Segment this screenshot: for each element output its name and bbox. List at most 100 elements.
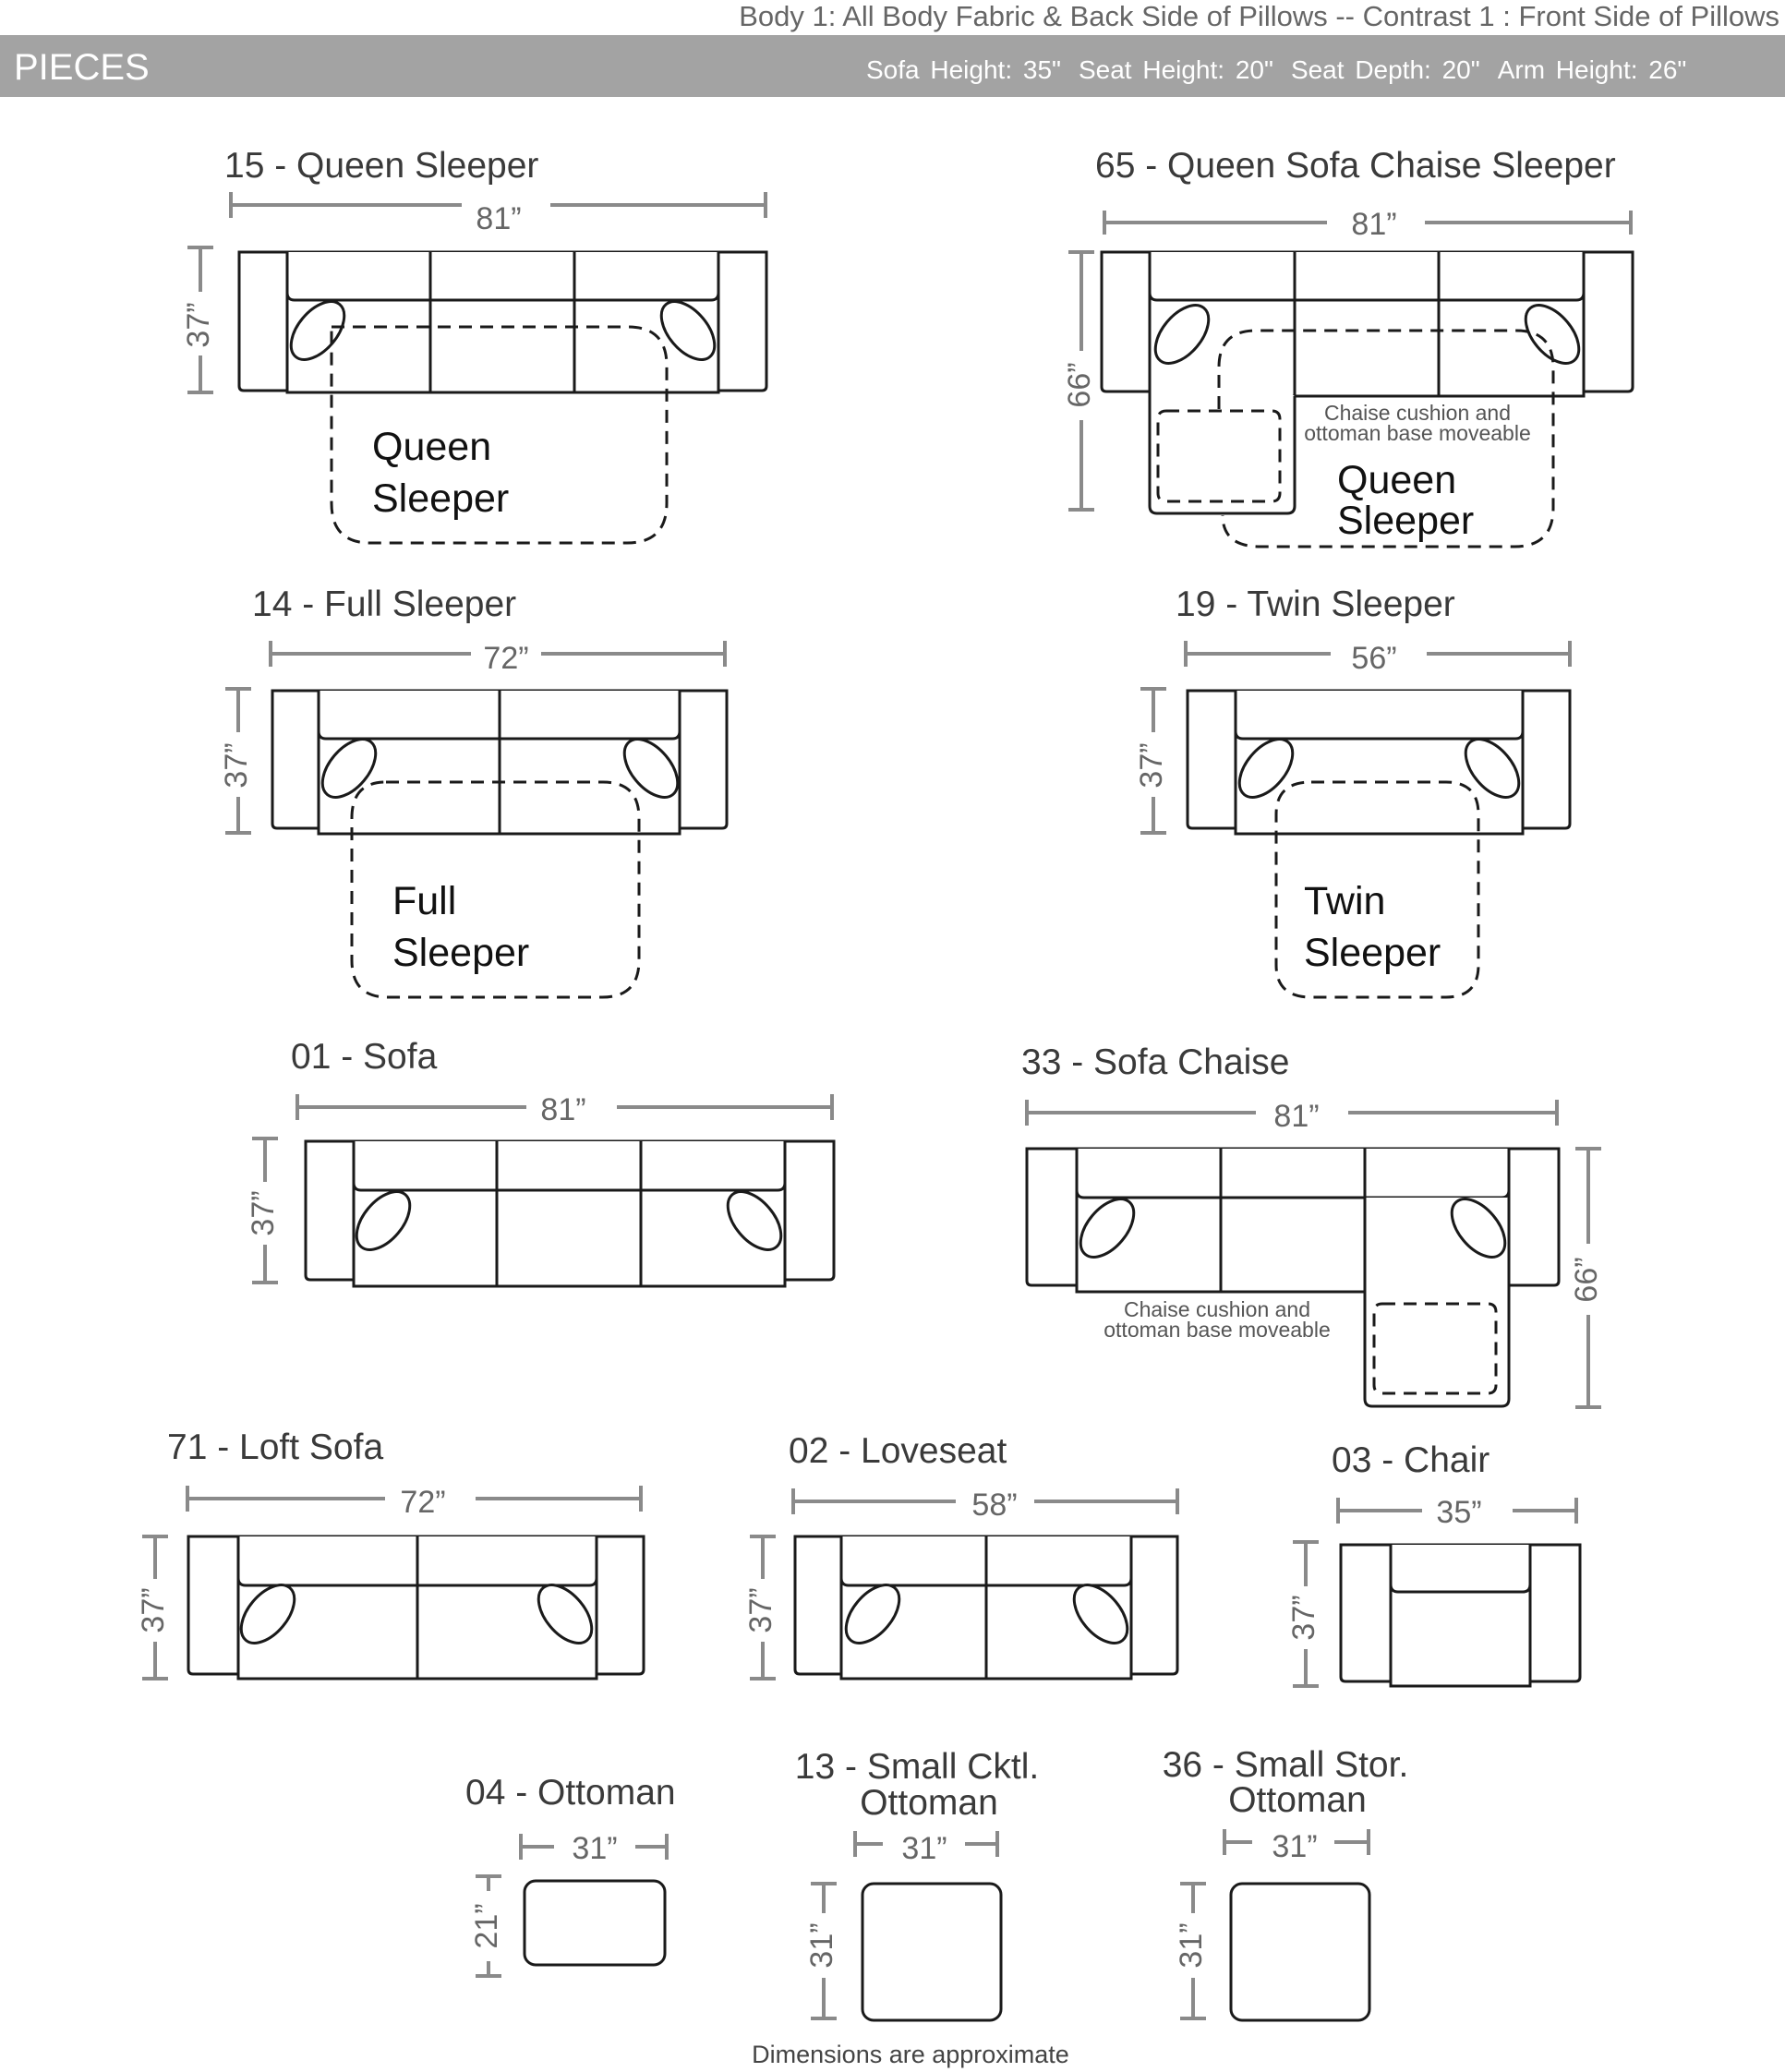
width-label: 72” [400,1485,445,1520]
bed-label-1: Twin [1304,879,1385,923]
arm-height: Arm Height: 26" [1497,55,1687,84]
depth-label: 37” [1134,742,1169,788]
pillow [239,1584,296,1644]
sofa-height: Sofa Height: 35" [866,55,1061,84]
ottoman-outline [861,1882,1003,2022]
pillow [1464,738,1521,799]
chair-outline [1339,1543,1582,1688]
piece-loft-sofa: 71 - Loft Sofa 72” 37” [136,1428,645,1680]
piece-title: 03 - Chair [1332,1440,1490,1480]
chaise-note-1: Chaise cushion and [1324,401,1511,425]
depth-label: 66” [1569,1257,1604,1302]
width-dimension: 81” [295,1092,834,1127]
width-dimension: 81” [1025,1099,1559,1134]
piece-ottoman: 04 - Ottoman 31” 21” [465,1773,676,1978]
piece-sofa-chaise: 33 - Sofa Chaise 81” 66” Chaise cus [1021,1042,1604,1409]
chaise-ottoman-outline [1372,1302,1498,1395]
depth-label: 31” [804,1922,839,1968]
piece-twin-sleeper: 19 - Twin Sleeper 56” 37” Twin Sleeper [1134,584,1572,999]
depth-label: 37” [136,1587,171,1632]
sofa-outline [271,689,729,836]
seat-depth: Seat Depth: 20" [1290,55,1480,84]
depth-label: 37” [1286,1595,1321,1640]
width-label: 35” [1436,1495,1481,1530]
depth-dimension: 37” [1134,687,1169,835]
width-dimension: 31” [1223,1829,1370,1864]
pillow [320,738,378,799]
chaise-note-2: ottoman base moveable [1304,421,1531,445]
piece-title: 33 - Sofa Chaise [1021,1042,1290,1082]
piece-queen-sleeper: 15 - Queen Sleeper 81” 37” Queen Sleeper [181,146,768,545]
piece-title-line-2: Ottoman [860,1783,998,1823]
piece-title-line-1: 13 - Small Cktl. [795,1747,1039,1787]
depth-label: 37” [219,742,254,788]
bed-label-2: Sleeper [372,476,509,521]
depth-dimension: 37” [219,687,254,835]
width-label: 31” [901,1831,947,1866]
chaise-note-2: ottoman base moveable [1104,1318,1331,1342]
pillow [1153,304,1211,365]
depth-dimension: 66” [1062,250,1097,512]
piece-title-line-2: Ottoman [1228,1780,1367,1820]
piece-title: 02 - Loveseat [789,1431,1007,1471]
sleeper-bed-outline [330,325,669,545]
depth-label: 37” [743,1587,778,1632]
pillow [1072,1584,1129,1644]
sofa-outline [237,250,768,394]
bed-label-2: Sleeper [1304,931,1441,975]
sleeper-bed-outline [350,780,641,999]
width-label: 56” [1351,641,1396,676]
piece-queen-chaise-sleeper: 65 - Queen Sofa Chaise Sleeper 81” 66” [1062,146,1634,548]
depth-label: 37” [246,1190,281,1235]
header-title: PIECES [14,47,150,88]
sofa-outline [1100,250,1634,515]
pillow [1079,1198,1136,1259]
piece-title: 14 - Full Sleeper [252,584,516,624]
piece-title: 01 - Sofa [291,1037,438,1077]
width-label: 72” [483,641,528,676]
pillow [659,300,717,361]
sofa-outline [187,1535,645,1680]
bed-label-2: Sleeper [392,931,529,975]
piece-title: 15 - Queen Sleeper [224,146,538,186]
chaise-note-1: Chaise cushion and [1124,1297,1310,1321]
width-dimension: 81” [229,192,767,236]
width-dimension: 31” [519,1831,669,1866]
width-dimension: 81” [1103,207,1633,242]
dimensions-disclaimer: Dimensions are approximate [752,2041,1069,2068]
width-label: 81” [540,1092,585,1127]
depth-label: 31” [1174,1922,1209,1968]
fabric-note: Body 1: All Body Fabric & Back Side of P… [739,0,1779,32]
pieces-header: PIECES Sofa Height: 35"Seat Height: 20"S… [0,35,1785,97]
piece-title: 19 - Twin Sleeper [1176,584,1455,624]
width-dimension: 58” [791,1488,1179,1523]
pillow [537,1584,594,1644]
width-label: 31” [572,1831,617,1866]
bed-label-1: Full [392,879,456,923]
depth-dimension: 66” [1569,1147,1604,1409]
width-label: 81” [1351,207,1396,242]
piece-chair: 03 - Chair 35” 37” [1286,1440,1582,1688]
ottoman-outline [1229,1882,1371,2022]
pillow [622,738,680,799]
width-dimension: 35” [1336,1495,1578,1530]
width-dimension: 72” [269,641,727,676]
pillow [726,1190,783,1251]
depth-dimension: 21” [469,1874,504,1978]
piece-small-cocktail-ottoman: 13 - Small Cktl. Ottoman 31” 31” [795,1747,1039,2022]
piece-sofa: 01 - Sofa 81” 37” [246,1037,836,1288]
piece-small-storage-ottoman: 36 - Small Stor. Ottoman 31” 31” [1163,1745,1409,2022]
depth-dimension: 31” [1174,1882,1209,2020]
width-dimension: 72” [186,1485,643,1520]
piece-title: 71 - Loft Sofa [167,1428,383,1467]
pillow [355,1190,412,1251]
piece-loveseat: 02 - Loveseat 58” 37” [743,1431,1179,1680]
sofa-outline [304,1139,836,1288]
depth-dimension: 37” [181,246,216,394]
width-dimension: 56” [1184,641,1572,676]
piece-title-line-1: 36 - Small Stor. [1163,1745,1409,1785]
depth-dimension: 37” [1286,1540,1321,1688]
bed-label-1: Queen [1337,458,1456,502]
width-dimension: 31” [853,1831,999,1866]
